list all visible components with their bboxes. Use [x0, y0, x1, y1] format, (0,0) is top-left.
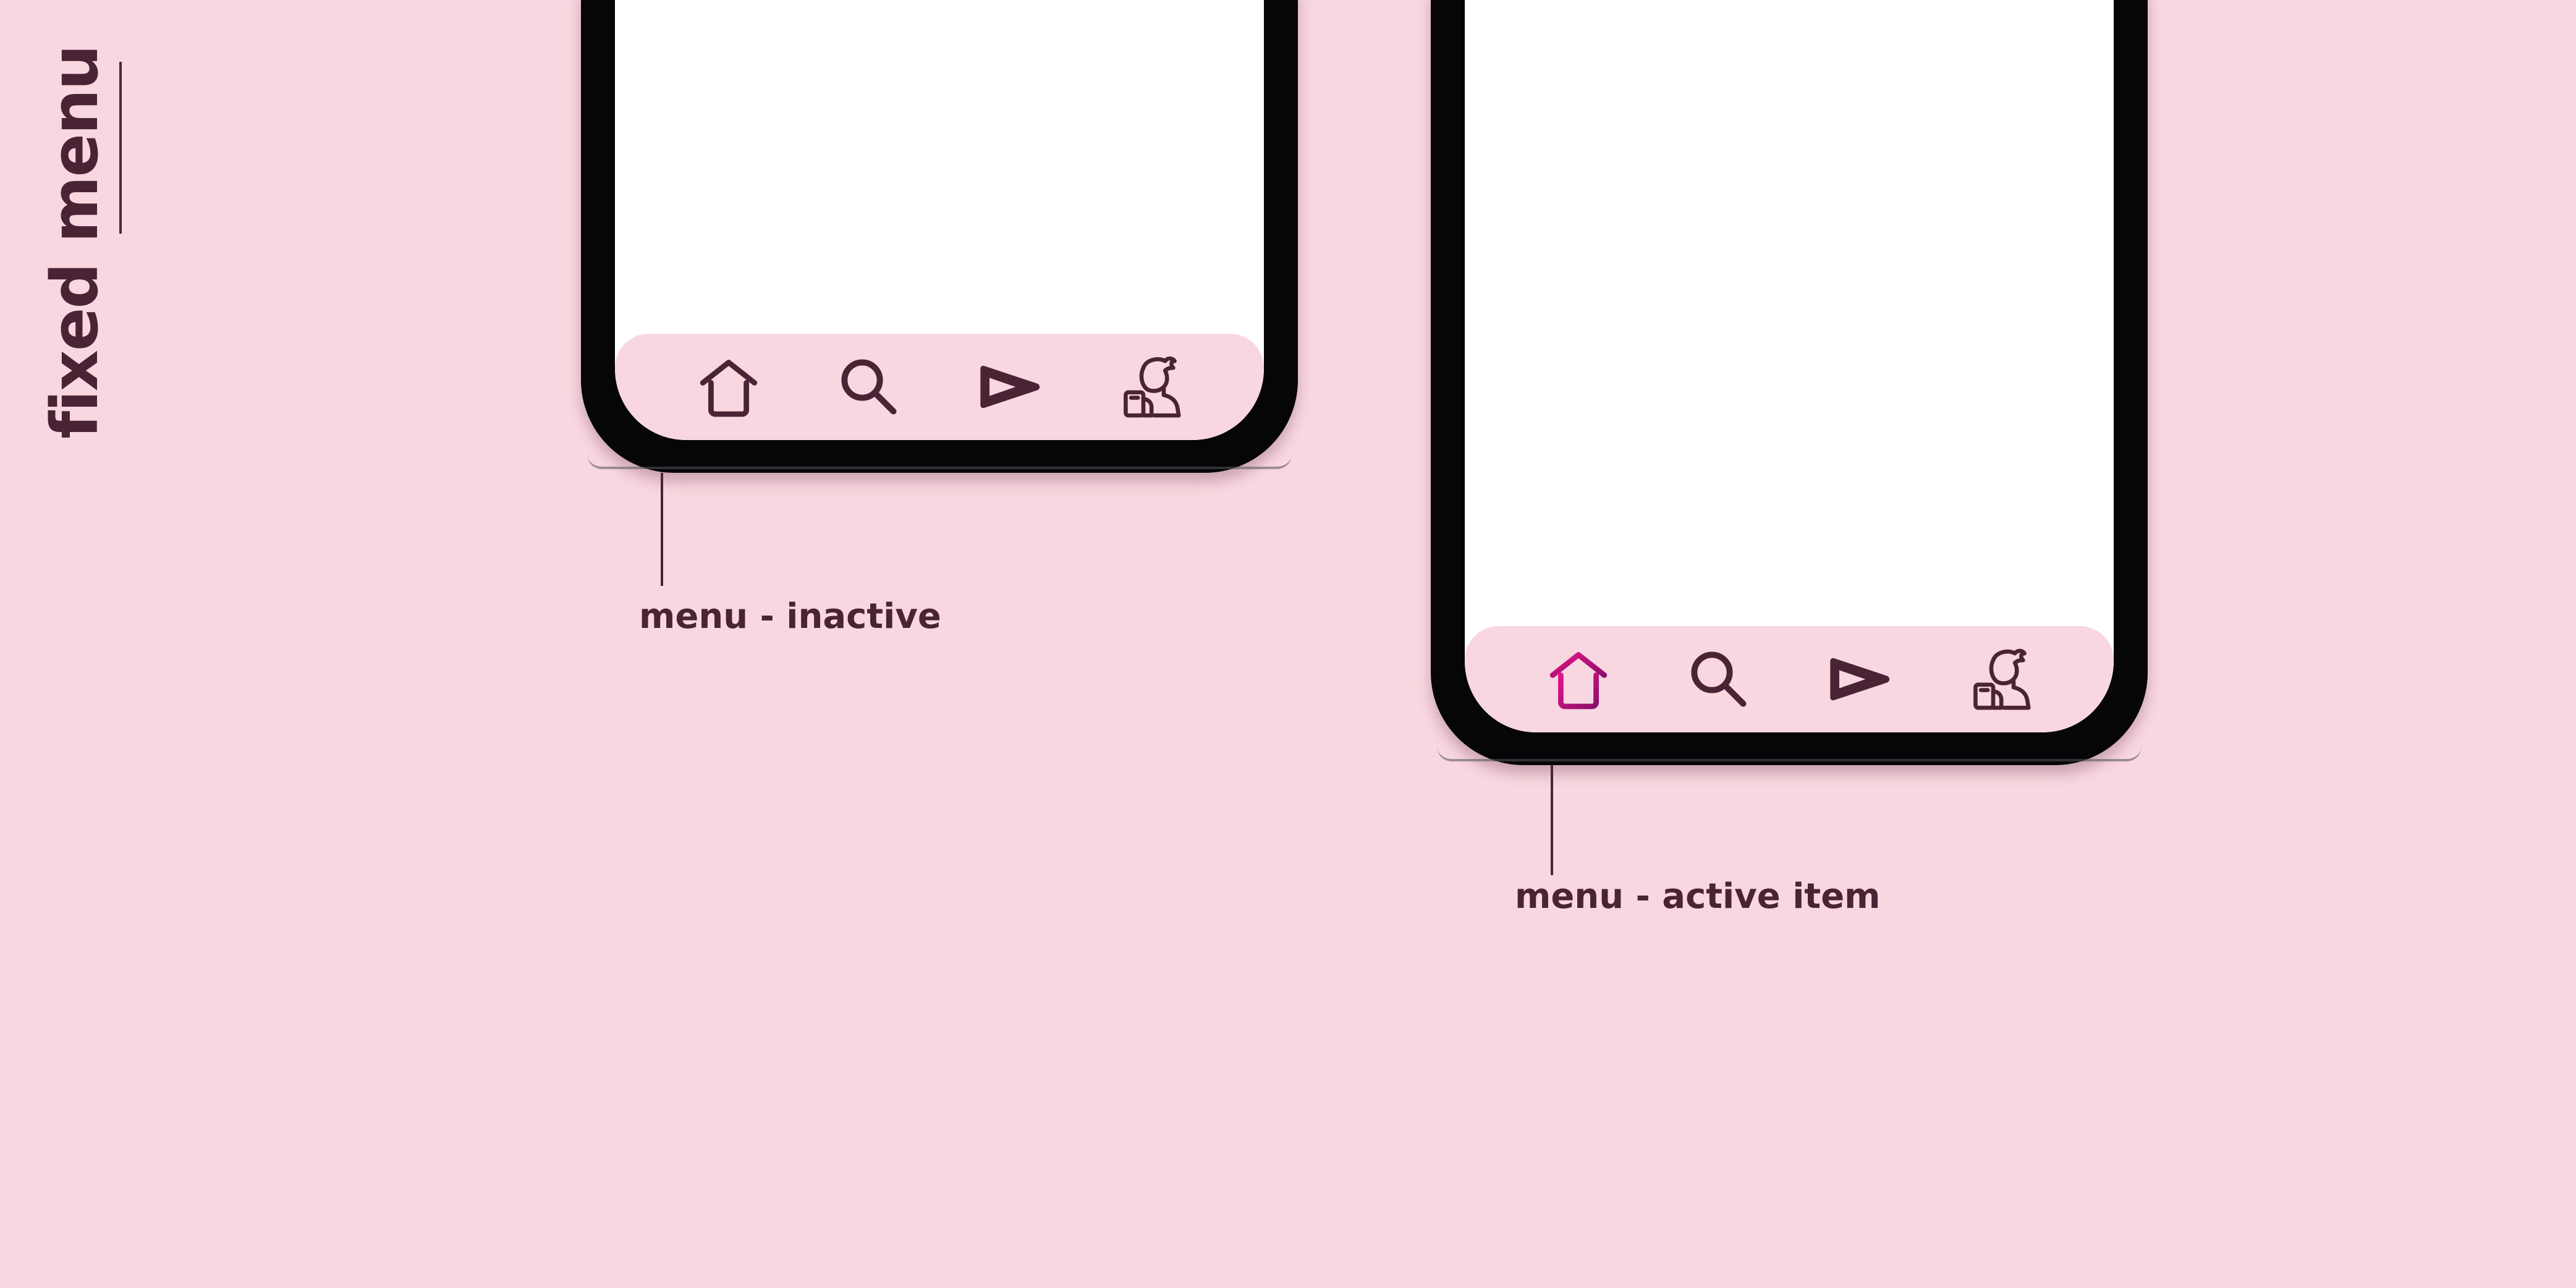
callout-line-inactive	[661, 473, 663, 586]
play-icon	[1830, 658, 1889, 701]
bottom-menu-bar	[615, 334, 1264, 440]
phone-screen	[615, 0, 1264, 440]
menu-item-search[interactable]	[1682, 642, 1756, 716]
menu-item-play[interactable]	[973, 350, 1047, 424]
menu-item-play[interactable]	[1823, 642, 1897, 716]
search-icon	[841, 359, 897, 415]
page-title: fixed menu	[37, 45, 112, 439]
home-icon	[700, 360, 757, 417]
menu-item-home-active[interactable]	[1541, 642, 1616, 716]
home-icon	[1549, 652, 1607, 710]
phone-mockup-inactive	[581, 0, 1298, 473]
search-icon	[1691, 651, 1747, 707]
play-icon	[980, 365, 1040, 409]
phone-screen	[1465, 0, 2114, 732]
callout-line-active	[1551, 765, 1553, 875]
menu-item-profile[interactable]	[1963, 642, 2037, 716]
phone-mockup-active	[1431, 0, 2148, 765]
label-menu-active-item: menu - active item	[1515, 876, 1881, 917]
label-menu-inactive: menu - inactive	[639, 596, 941, 637]
menu-item-home[interactable]	[692, 350, 766, 424]
menu-item-search[interactable]	[832, 350, 906, 424]
menu-item-profile[interactable]	[1113, 350, 1187, 424]
profile-icon	[1124, 356, 1181, 418]
profile-icon	[1973, 648, 2031, 710]
bottom-menu-bar	[1465, 626, 2114, 732]
title-divider	[119, 62, 122, 234]
